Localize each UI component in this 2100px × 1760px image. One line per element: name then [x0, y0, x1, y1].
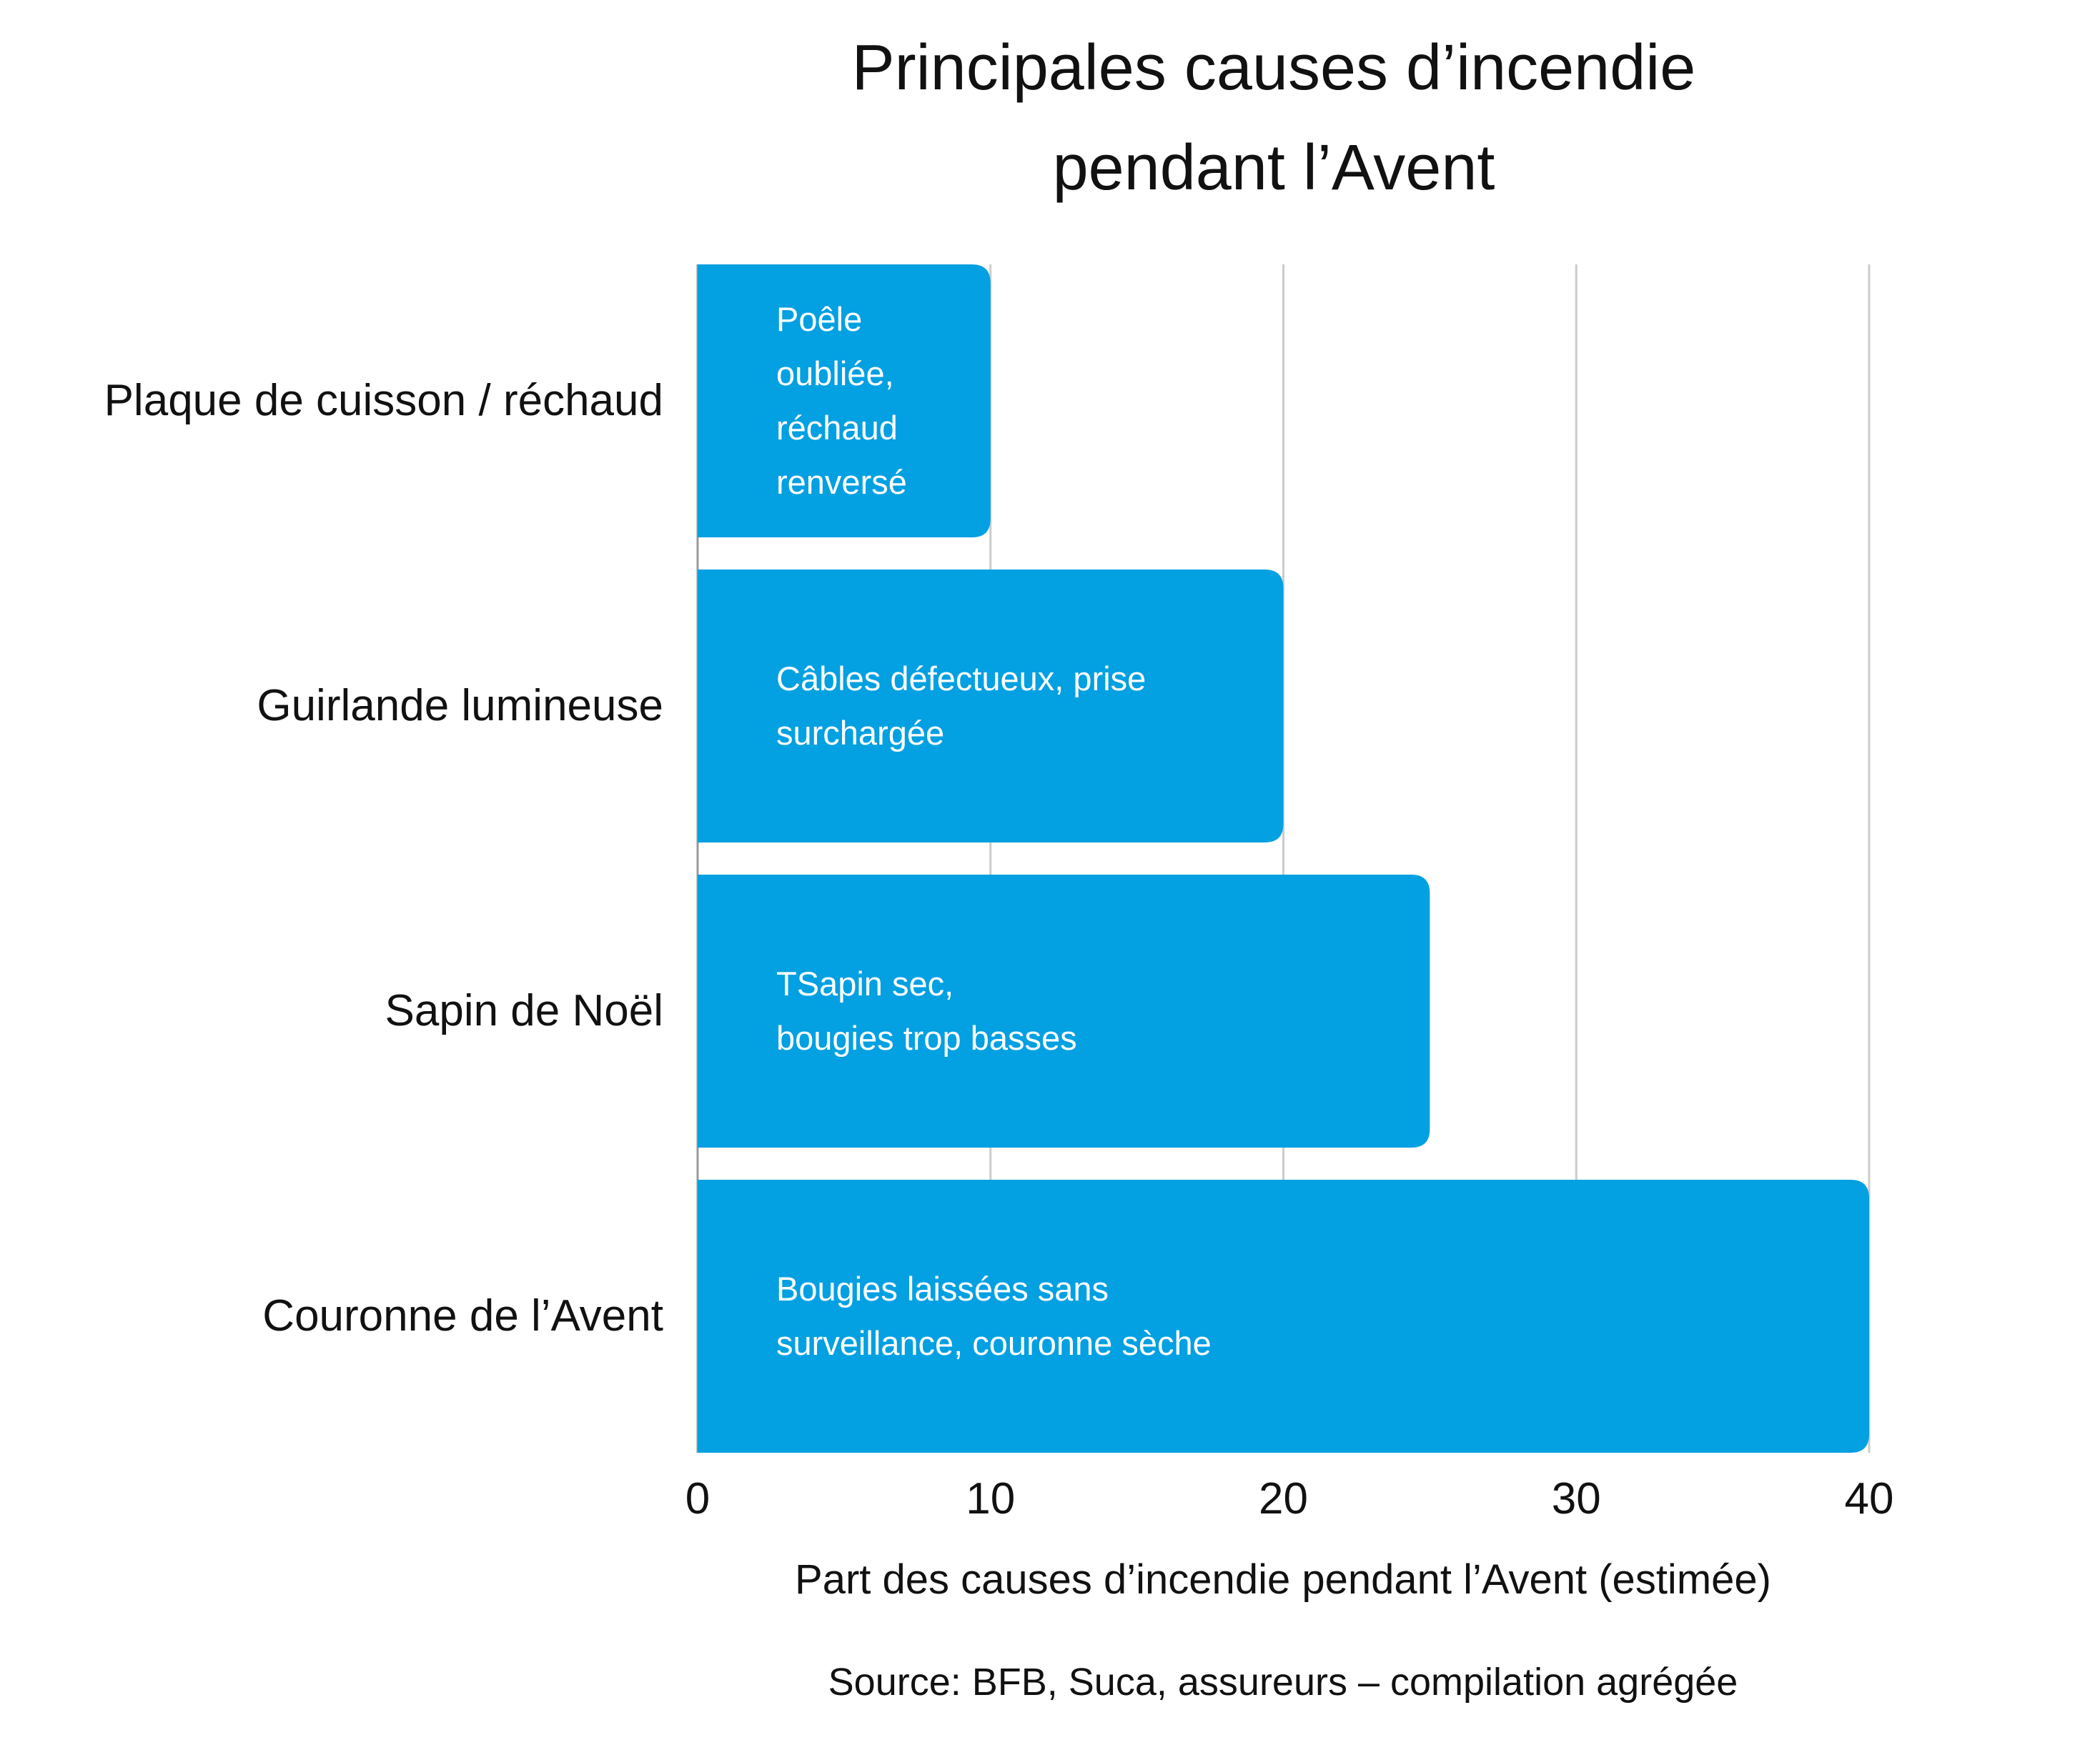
category-label: Sapin de Noël [385, 986, 664, 1035]
bar-annotation: Poêle [776, 300, 862, 338]
x-tick-labels: 0 10 20 30 40 [685, 1474, 1894, 1523]
bar-annotation: Bougies laissées sans [776, 1270, 1109, 1308]
x-tick-label: 0 [685, 1474, 710, 1523]
bar-annotation: renversé [776, 463, 907, 501]
bar [698, 1180, 1869, 1453]
chart-title-line-1: Principales causes d’incendie [852, 32, 1696, 104]
category-label: Couronne de l’Avent [262, 1291, 663, 1341]
bars: Plaque de cuisson / réchaud Poêle oubliée,… [104, 264, 1869, 1453]
bar [698, 875, 1430, 1148]
bar-annotation: Câbles défectueux, prise [776, 660, 1146, 697]
bar-annotation: surveillance, couronne sèche [776, 1324, 1212, 1362]
x-tick-label: 30 [1552, 1474, 1601, 1523]
x-tick-label: 40 [1845, 1474, 1894, 1523]
bar-annotation: surchargée [776, 714, 944, 752]
bar-annotation: bougies trop basses [776, 1019, 1077, 1057]
category-label: Plaque de cuisson / réchaud [104, 376, 663, 425]
chart-title-line-2: pendant l’Avent [1053, 132, 1495, 204]
x-axis-label: Part des causes d’incendie pendant l’Ave… [795, 1556, 1771, 1603]
category-label: Guirlande lumineuse [257, 681, 663, 730]
source-note: Source: BFB, Suca, assureurs – compilati… [828, 1661, 1738, 1704]
x-tick-label: 20 [1259, 1474, 1308, 1523]
x-tick-label: 10 [966, 1474, 1015, 1523]
bar [698, 264, 991, 537]
bar [698, 570, 1284, 842]
bar-annotation: oubliée, [776, 354, 894, 392]
bar-annotation: réchaud [776, 409, 898, 447]
bar-annotation: TSapin sec, [776, 965, 954, 1003]
